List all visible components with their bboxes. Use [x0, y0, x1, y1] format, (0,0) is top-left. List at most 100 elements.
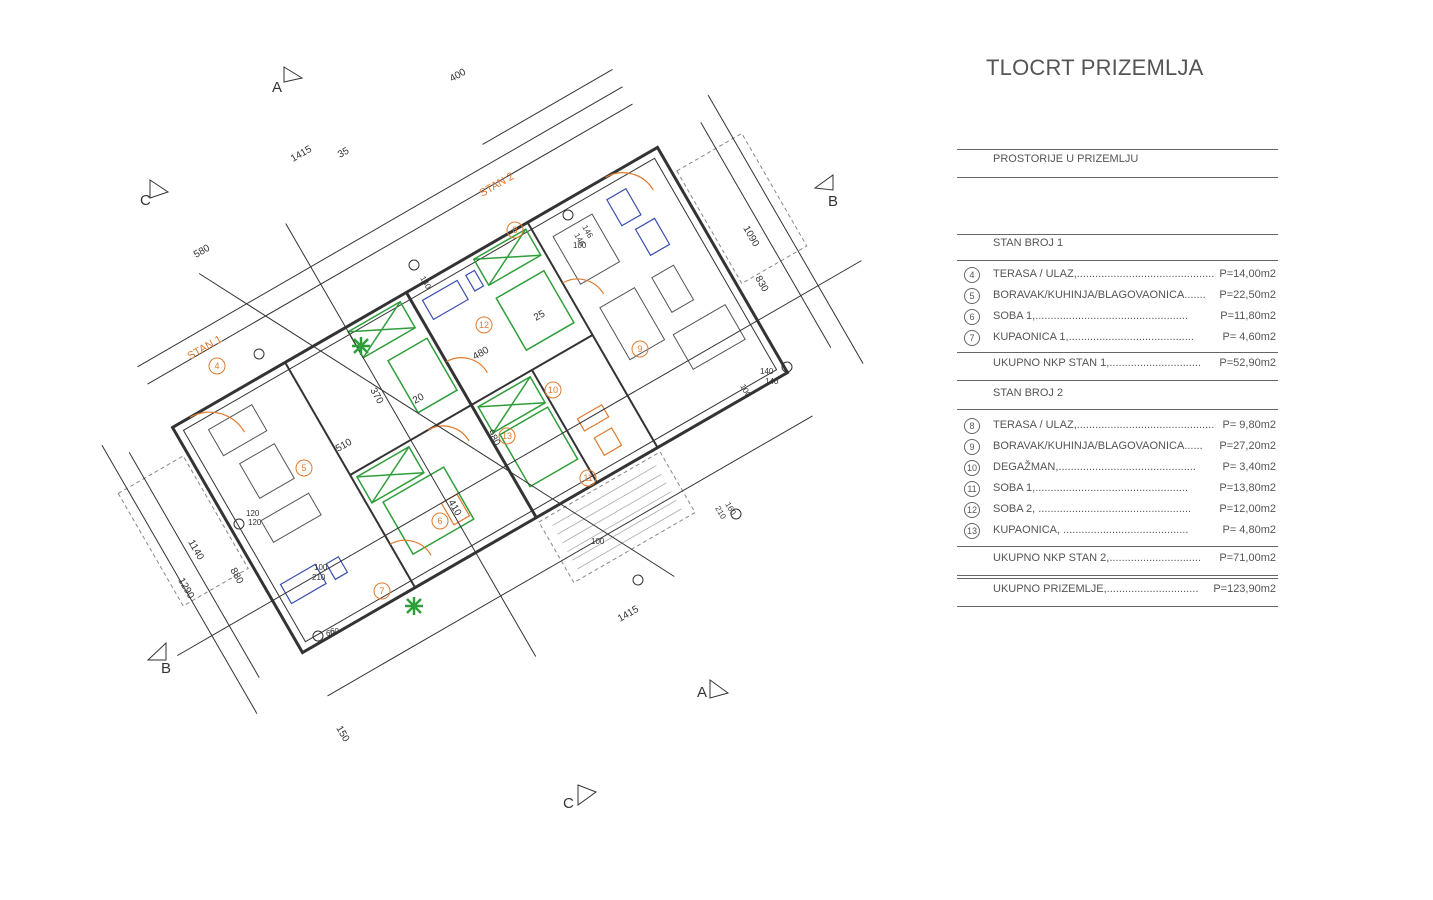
room-number-badge: 11 [964, 481, 980, 497]
stan2-heading: STAN BROJ 2 [993, 387, 1064, 399]
dim-text: 370 [367, 386, 385, 406]
partition-wall [284, 361, 416, 589]
section-arrow-icon [283, 66, 304, 83]
dim-text: 580 [192, 243, 212, 261]
stan2-total-label: UKUPNO NKP STAN 2,......................… [993, 552, 1202, 564]
room-number-markers [208, 221, 649, 600]
partition-wall [531, 369, 598, 484]
stan1-total-area: P=52,90m2 [1219, 357, 1276, 369]
room-label: TERASA / ULAZ,..........................… [993, 268, 1215, 280]
room-label: SOBA 1,.................................… [993, 310, 1188, 322]
room-area: P=14,00m2 [1219, 268, 1276, 280]
room-number-badge: 5 [964, 288, 980, 304]
room-number-badge: 6 [964, 309, 980, 325]
dim-text: 400 [448, 67, 468, 85]
opening-text: 140 [765, 377, 779, 386]
room-number: 10 [548, 385, 558, 395]
section-arrow-icon [149, 179, 170, 199]
room-number-badge: 4 [964, 267, 980, 283]
dim-text: 1415 [289, 144, 314, 165]
room-number-badge: 9 [964, 439, 980, 455]
room-number: 5 [301, 463, 306, 473]
dim-text: 1090 [740, 224, 761, 249]
room-label: KUPAONICA 1,............................… [993, 331, 1194, 343]
legend-rule [957, 260, 1278, 261]
opening-text: 120 [248, 518, 262, 527]
room-number-badge: 8 [964, 418, 980, 434]
legend-rule [957, 578, 1278, 579]
legend-room-row: 4 TERASA / ULAZ,.........................… [957, 264, 1278, 285]
room-area: P=22,50m2 [1219, 289, 1276, 301]
section-mark-a-top: A [272, 79, 282, 96]
legend-room-row: 7 KUPAONICA 1,...........................… [957, 327, 1278, 348]
room-number-badge: 12 [964, 502, 980, 518]
room-number: 7 [379, 586, 384, 596]
legend-rule [957, 409, 1278, 410]
room-number: 8 [512, 225, 517, 235]
dim-text: 1415 [616, 604, 641, 625]
legend-room-row: 12 SOBA 2, ..............................… [957, 499, 1278, 520]
legend-rule [957, 546, 1278, 547]
grand-total-label: UKUPNO PRIZEMLJE,.......................… [993, 583, 1199, 595]
dim-text: 980 [484, 428, 502, 448]
opening-text: 140 [760, 367, 774, 376]
legend-rule [957, 177, 1278, 178]
room-area: P=12,00m2 [1219, 503, 1276, 515]
room-area: P= 9,80m2 [1222, 419, 1276, 431]
dim-text: 880 [227, 566, 245, 586]
stan1-total-label: UKUPNO NKP STAN 1,......................… [993, 357, 1202, 369]
room-label: TERASA / ULAZ,..........................… [993, 419, 1215, 431]
section-mark-b-left: B [161, 660, 171, 677]
stan1-room-list: 4 TERASA / ULAZ,.........................… [957, 264, 1278, 348]
section-mark-a-bottom: A [697, 684, 707, 701]
room-area: P= 4,80m2 [1222, 524, 1276, 536]
room-number-badge: 7 [964, 330, 980, 346]
legend-rule [957, 149, 1278, 150]
room-number: 6 [437, 516, 442, 526]
room-number: 11 [583, 473, 592, 483]
inner-wall-line [182, 157, 778, 643]
page-title: TLOCRT PRIZEMLJA [986, 55, 1204, 80]
dim-text: 150 [333, 724, 351, 744]
room-number-badge: 13 [964, 523, 980, 539]
room-number: 9 [637, 344, 642, 354]
wardrobes [347, 228, 579, 556]
opening-text: 60 [326, 629, 335, 638]
room-label: SOBA 2, ................................… [993, 503, 1192, 515]
legend-rule [957, 234, 1278, 235]
section-arrow-icon [577, 784, 598, 806]
legend-room-row: 6 SOBA 1,................................… [957, 306, 1278, 327]
legend-rule [957, 575, 1278, 576]
wet-area-markers [352, 337, 423, 615]
orange-furniture [440, 403, 623, 526]
section-lines [177, 223, 862, 657]
unit-label-stan-2: STAN 2 [478, 170, 517, 199]
legend-heading: PROSTORIJE U PRIZEMLJU [993, 153, 1139, 165]
room-label: SOBA 1,.................................… [993, 482, 1188, 494]
room-area: P= 3,40m2 [1222, 461, 1276, 473]
opening-texts: 140 140 100 100 120 120 60 60 160 210 10… [246, 224, 779, 639]
section-arrow-icon [813, 174, 834, 191]
room-label: KUPAONICA, .............................… [993, 524, 1189, 536]
section-arrow-icon [709, 679, 730, 699]
door-swings [189, 172, 654, 556]
dim-text: 35 [336, 145, 352, 160]
dim-text: 1140 [185, 538, 205, 563]
section-arrow-icon [146, 641, 167, 661]
terraces [117, 132, 808, 607]
room-number-badge: 10 [964, 460, 980, 476]
stairs [552, 465, 682, 570]
room-number: 12 [479, 320, 489, 330]
opening-text: 210 [312, 573, 326, 582]
dim-text: 830 [752, 274, 770, 294]
opening-text: 100 [591, 537, 605, 546]
dim-text: 20 [411, 391, 427, 406]
outer-walls [170, 145, 790, 655]
dimension-lines [101, 69, 864, 714]
legend-rule [957, 606, 1278, 607]
opening-text: 100 [314, 563, 328, 572]
column-marker-circles [233, 209, 793, 642]
